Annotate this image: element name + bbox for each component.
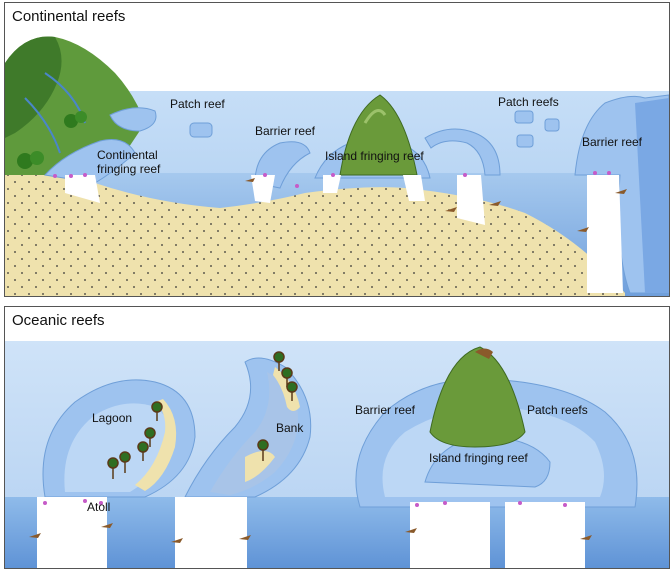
oceanic-reefs-illustration bbox=[5, 341, 669, 568]
barrier-island-shape bbox=[355, 346, 638, 568]
barrier-reef-left-wall bbox=[251, 175, 275, 203]
patch-reef-shapes bbox=[109, 107, 560, 148]
continental-fringing-reef-shape bbox=[44, 139, 136, 184]
rock-marks bbox=[245, 178, 627, 232]
coastal-trees bbox=[17, 111, 87, 169]
label-patch-reefs: Patch reefs bbox=[498, 95, 559, 109]
barrier-reef-right-wall bbox=[587, 175, 623, 293]
bank-palm-trees bbox=[257, 351, 298, 461]
continental-reefs-illustration bbox=[5, 36, 669, 296]
label-barrier-reef: Barrier reef bbox=[355, 403, 416, 417]
label-barrier-reef-left: Barrier reef bbox=[255, 124, 316, 138]
label-island-fringing-reef: Island fringing reef bbox=[325, 149, 424, 163]
atoll-palm-trees bbox=[107, 401, 163, 479]
coral-tips bbox=[53, 171, 611, 188]
ribbon-reef-shape bbox=[424, 128, 501, 176]
label-island-fringing-reef-oceanic: Island fringing reef bbox=[429, 451, 528, 465]
oceanic-rock-marks bbox=[29, 523, 592, 543]
fringing-reef-wall bbox=[65, 175, 100, 203]
label-patch-reef: Patch reef bbox=[170, 97, 225, 111]
oceanic-reefs-panel: Oceanic reefs Lagoon Atoll Bank Barrier … bbox=[4, 306, 670, 569]
bank-shape bbox=[175, 357, 312, 568]
label-barrier-reef-right: Barrier reef bbox=[582, 135, 643, 149]
label-atoll: Atoll bbox=[87, 500, 111, 514]
oceanic-coral-tips bbox=[43, 499, 567, 507]
label-bank: Bank bbox=[276, 421, 304, 435]
island-mountain bbox=[339, 94, 418, 176]
panel-title-oceanic: Oceanic reefs bbox=[12, 312, 105, 329]
panel-title-continental: Continental reefs bbox=[12, 8, 126, 25]
label-patch-reefs-oceanic: Patch reefs bbox=[527, 403, 588, 417]
label-continental-fringing-reef: Continental fringing reef bbox=[97, 148, 161, 176]
continental-reefs-panel: Continental reefs Patch reef Barrier ree… bbox=[4, 2, 670, 297]
label-lagoon: Lagoon bbox=[92, 411, 133, 425]
